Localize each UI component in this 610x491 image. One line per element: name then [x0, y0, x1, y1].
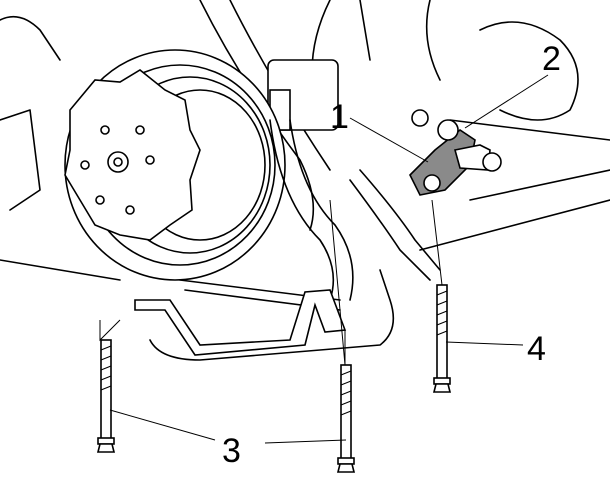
callout-1: 1 [330, 98, 349, 136]
callout-2: 2 [542, 40, 561, 78]
leader-lines [109, 74, 549, 444]
callout-3: 3 [222, 432, 241, 470]
refrigerant-hoses [149, 119, 441, 361]
hose-bracket [134, 289, 347, 356]
bolt-right [432, 284, 452, 393]
bolt-middle [336, 364, 356, 473]
compressor-pulley [64, 49, 286, 281]
bolt-left [96, 339, 116, 453]
alignment-lines [99, 199, 443, 366]
callout-4: 4 [527, 330, 546, 368]
pipe-clamp [409, 109, 502, 196]
